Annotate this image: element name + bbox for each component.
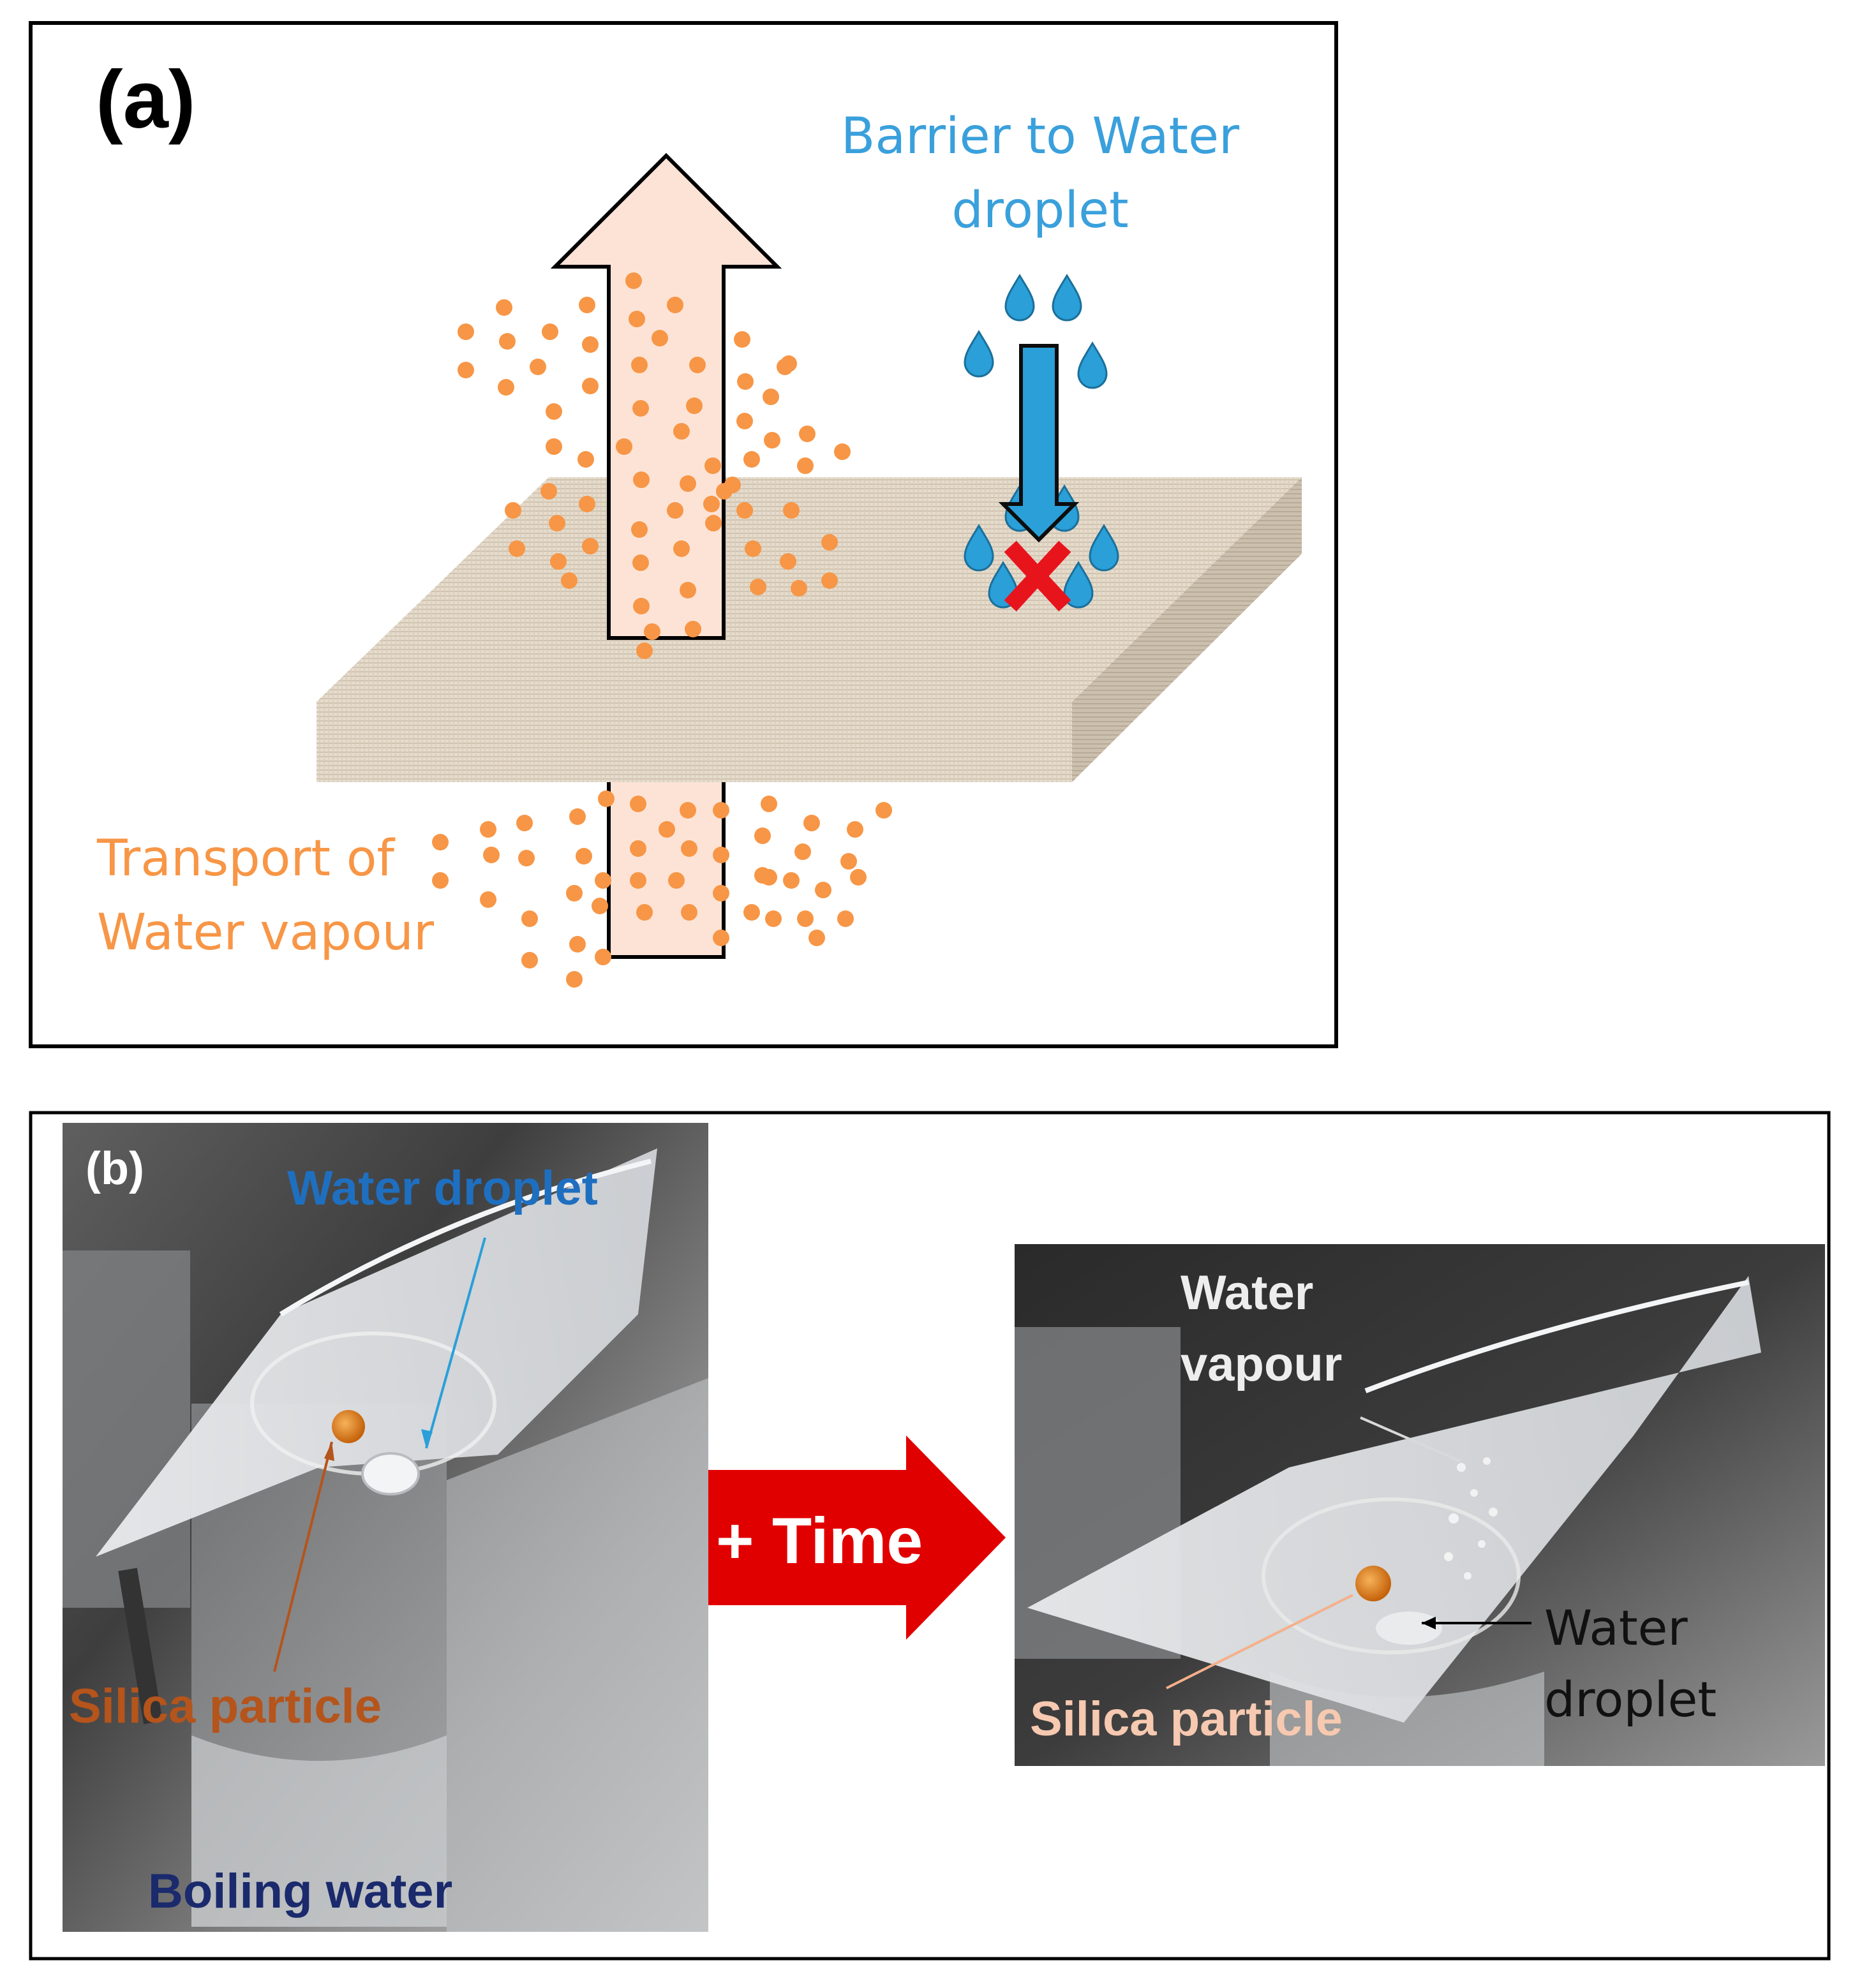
panel-a: (a) <box>29 21 1338 1048</box>
membrane-side <box>1072 477 1302 782</box>
panel-b: (b) Water droplet Silica particle Boilin… <box>29 1111 1831 1961</box>
condensation <box>1444 1457 1498 1580</box>
membrane-front <box>317 702 1072 782</box>
vapour-arrow-lower <box>607 776 726 959</box>
right-water-droplet-line1: Water <box>1544 1599 1688 1656</box>
right-silica-particle-label: Silica particle <box>1030 1692 1343 1746</box>
water-vapour-label-line1: Water <box>1181 1266 1313 1320</box>
barrier-label-line1: Barrier to Water <box>841 108 1240 165</box>
time-arrow-label: + Time <box>716 1504 923 1577</box>
pointer-water-vapour <box>1360 1416 1461 1462</box>
time-arrow-shape <box>708 1435 1006 1640</box>
transport-label-line1: Transport of <box>96 830 396 887</box>
barrier-label-line2: droplet <box>951 182 1128 239</box>
water-droplet-blob <box>1376 1612 1442 1645</box>
pointer-silica-particle <box>273 1441 333 1672</box>
right-photo: Water vapour Water droplet Silica partic… <box>1015 1244 1825 1766</box>
membrane-top <box>317 477 1302 702</box>
water-droplet-blob <box>361 1452 420 1495</box>
left-water-droplet-label: Water droplet <box>287 1161 598 1215</box>
droplet-arrow <box>998 344 1080 543</box>
left-silica-particle-label: Silica particle <box>69 1679 382 1733</box>
vapour-arrow-upper <box>550 152 782 640</box>
panel-b-label: (b) <box>86 1143 144 1194</box>
panel-a-label: (a) <box>96 54 195 145</box>
membrane-sheet <box>96 1148 657 1557</box>
pointer-silica-particle <box>1166 1594 1353 1689</box>
vapour-dots <box>432 272 892 988</box>
transport-label-line2: Water vapour <box>97 904 435 961</box>
boiling-water-label: Boiling water <box>148 1864 452 1918</box>
silica-particle-dot <box>1355 1566 1391 1601</box>
pointer-water-droplet <box>425 1237 486 1449</box>
left-photo: (b) Water droplet Silica particle Boilin… <box>63 1123 708 1932</box>
time-arrow: + Time <box>708 1435 1006 1640</box>
silica-particle-dot <box>332 1410 365 1443</box>
cross-icon <box>1004 540 1071 612</box>
right-water-droplet-line2: droplet <box>1544 1671 1717 1728</box>
water-vapour-label-line2: vapour <box>1181 1337 1342 1391</box>
